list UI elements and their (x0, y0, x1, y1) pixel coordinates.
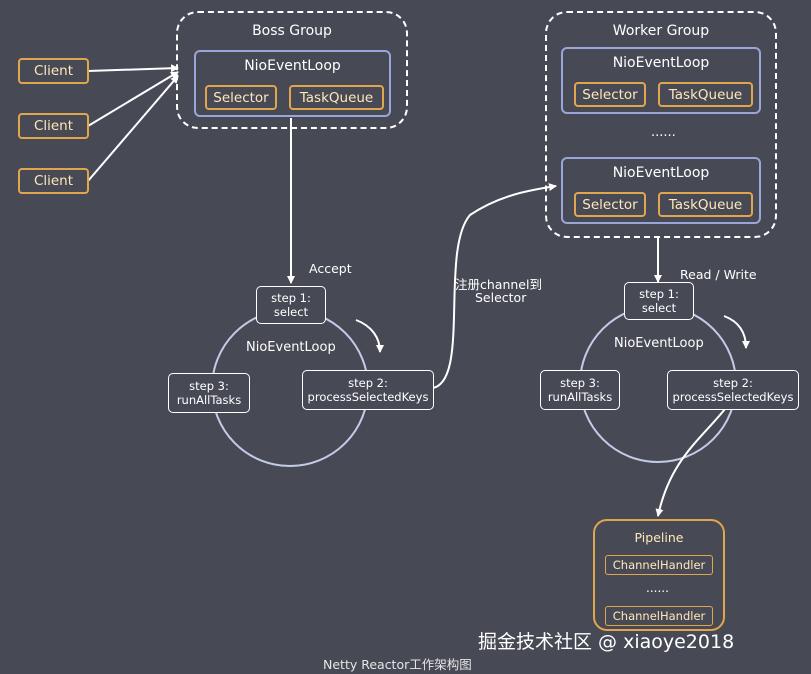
worker-event-loop-2-title: NioEventLoop (612, 165, 710, 181)
register-label-line1: 注册channel到 (455, 277, 542, 292)
boss-selector: Selector (205, 85, 277, 110)
boss-task-queue: TaskQueue (289, 85, 384, 110)
worker-group-ellipsis: ...... (651, 125, 676, 140)
worker-event-loop-1-title: NioEventLoop (612, 55, 710, 71)
boss-group-title: Boss Group (252, 23, 332, 39)
client-node-1: Client (18, 58, 89, 84)
worker-step-3: step 3: runAllTasks (540, 370, 620, 410)
worker-2-task-queue: TaskQueue (658, 192, 753, 217)
accept-label: Accept (309, 261, 352, 276)
client-node-3: Client (18, 168, 89, 194)
channel-handler-2: ChannelHandler (605, 606, 713, 626)
boss-cycle-arrow (355, 319, 384, 353)
boss-event-loop-title: NioEventLoop (244, 58, 341, 74)
worker-event-loop-1: NioEventLoop Selector TaskQueue (561, 47, 761, 114)
client-2-arrow (87, 71, 179, 127)
boss-cycle-center-label: NioEventLoop (246, 340, 336, 355)
pipeline-arrow (655, 408, 726, 517)
boss-step-3: step 3: runAllTasks (168, 373, 250, 413)
worker-cycle-arrow (723, 315, 750, 349)
boss-event-loop: NioEventLoop Selector TaskQueue (194, 50, 391, 117)
boss-step-1: step 1: select (256, 286, 326, 324)
worker-step-1: step 1: select (624, 282, 694, 320)
worker-2-selector: Selector (574, 192, 646, 217)
worker-cycle-center-label: NioEventLoop (614, 336, 704, 351)
worker-group: Worker Group NioEventLoop Selector TaskQ… (545, 11, 777, 238)
pipeline-title: Pipeline (634, 530, 684, 545)
worker-1-selector: Selector (574, 82, 646, 107)
worker-1-task-queue: TaskQueue (658, 82, 753, 107)
read-write-label: Read / Write (680, 267, 757, 282)
worker-step-2: step 2: processSelectedKeys (667, 370, 799, 410)
worker-event-loop-2: NioEventLoop Selector TaskQueue (561, 157, 761, 224)
watermark: 掘金技术社区 @ xiaoye2018 (478, 631, 735, 653)
diagram-caption: Netty Reactor工作架构图 (323, 657, 472, 672)
worker-group-title: Worker Group (612, 23, 710, 39)
pipeline-box: Pipeline ChannelHandler ...... ChannelHa… (593, 519, 725, 631)
client-1-arrow (87, 64, 179, 73)
boss-step-2: step 2: processSelectedKeys (302, 370, 434, 410)
client-node-2: Client (18, 113, 89, 139)
pipeline-ellipsis: ...... (646, 581, 669, 595)
channel-handler-1: ChannelHandler (605, 555, 713, 575)
client-3-arrow (87, 75, 179, 182)
register-label-line2: Selector (475, 290, 527, 305)
boss-group: Boss Group NioEventLoop Selector TaskQue… (176, 11, 408, 129)
